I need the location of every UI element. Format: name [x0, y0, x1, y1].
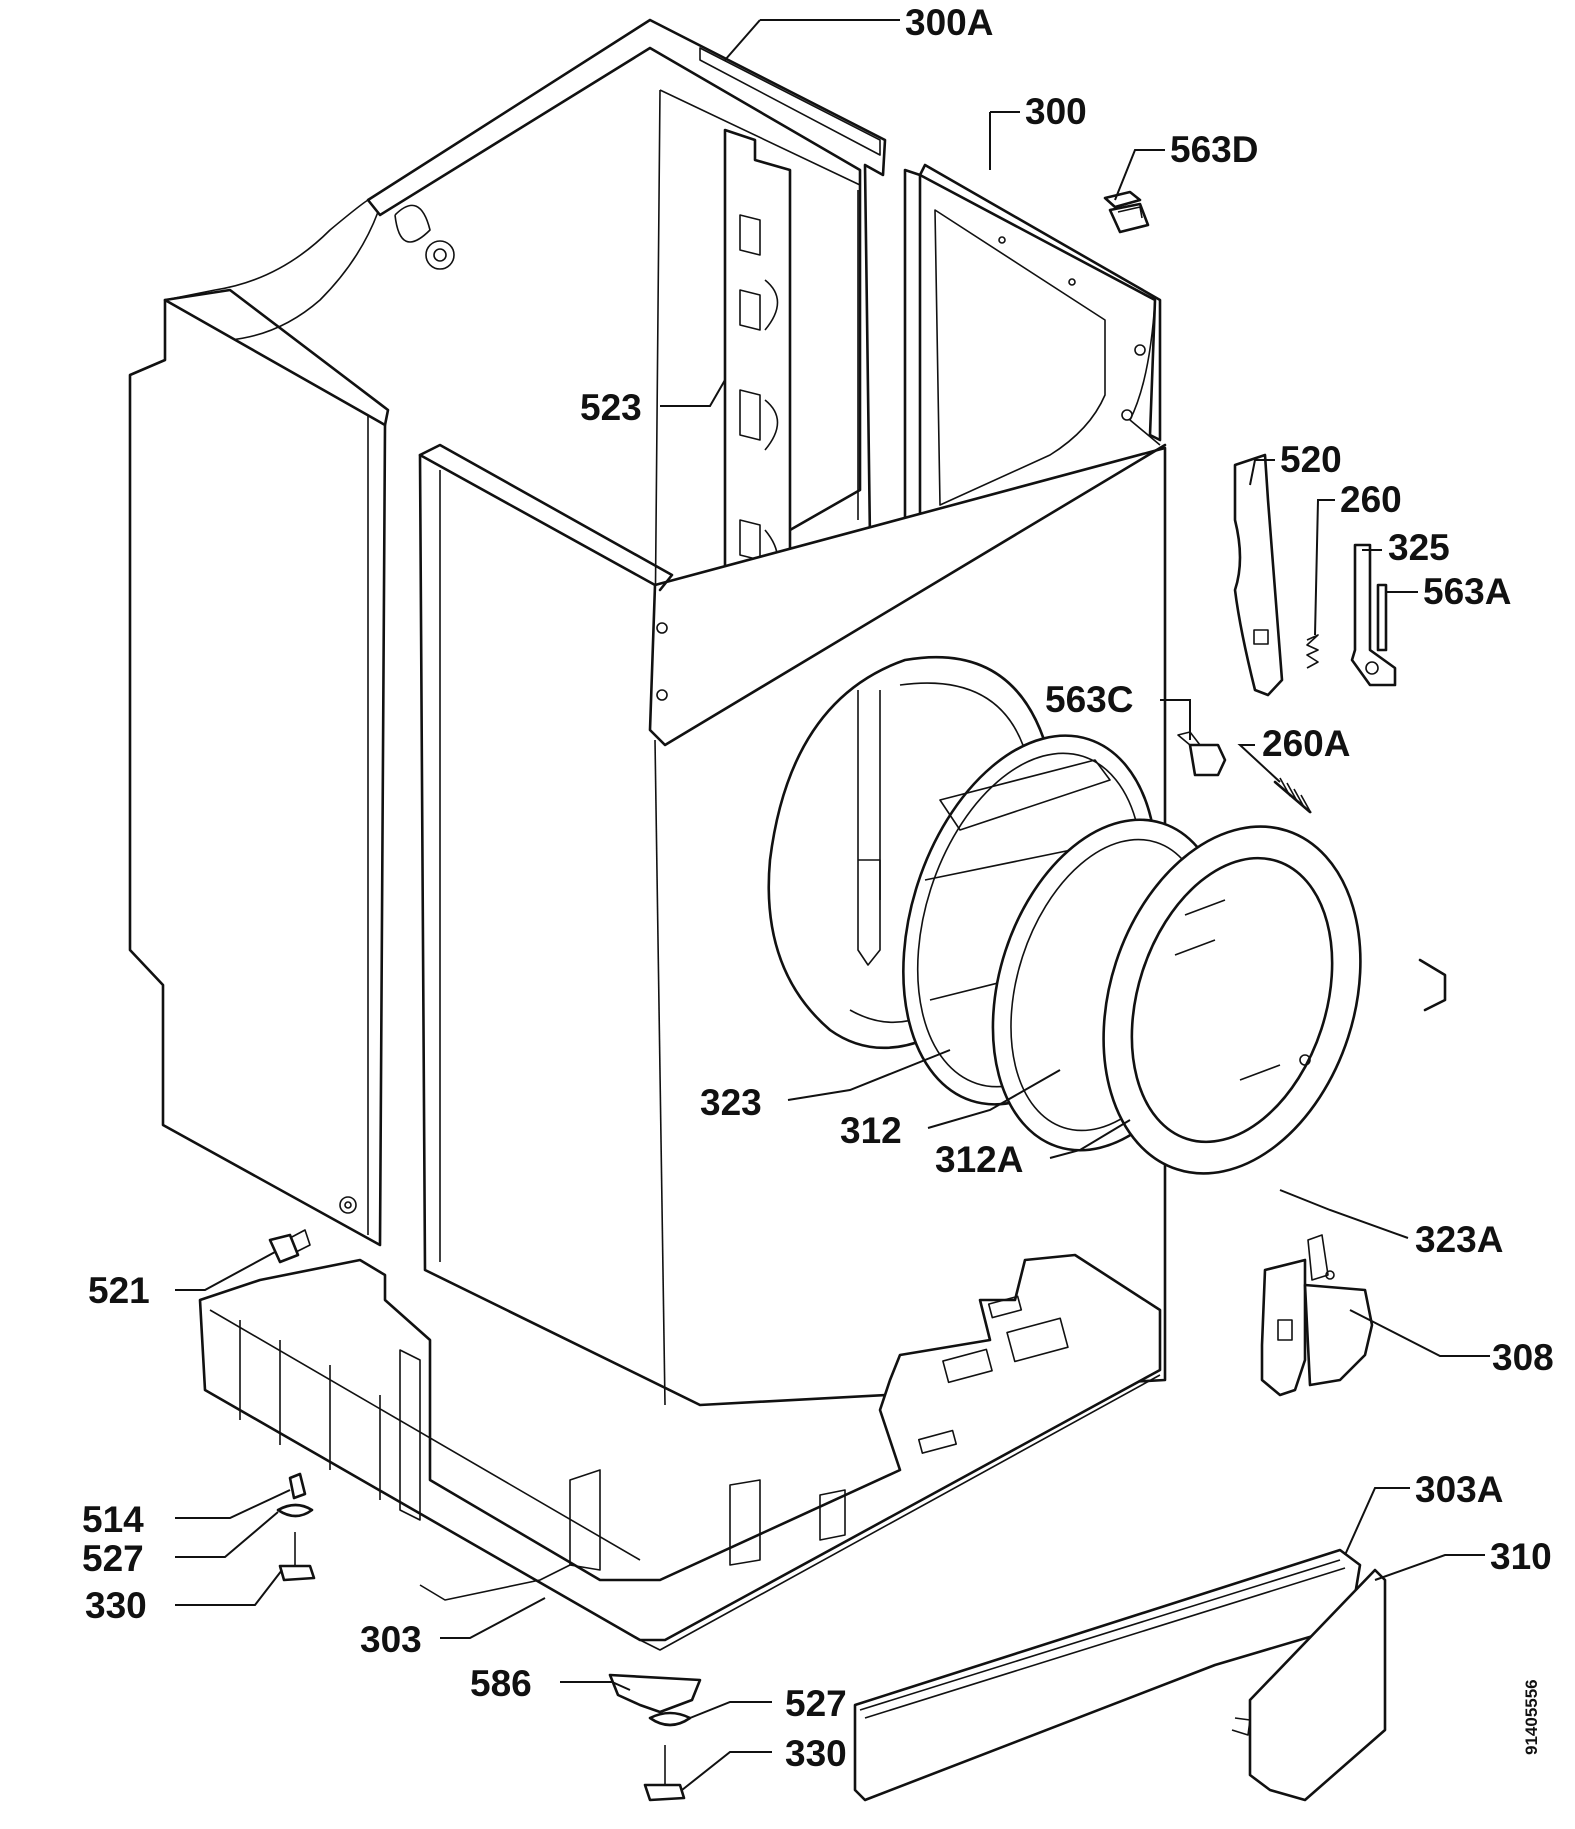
door-assembly-drawing — [902, 734, 1447, 1175]
base-frame-drawing — [198, 1253, 1162, 1651]
callout-527-bottom: 527 — [785, 1683, 847, 1724]
callout-330-bottom: 330 — [785, 1733, 847, 1774]
callout-563A: 563A — [1423, 571, 1511, 612]
callout-521: 521 — [88, 1270, 150, 1311]
callout-586: 586 — [470, 1663, 532, 1704]
callout-260A: 260A — [1262, 723, 1350, 764]
callout-labels: 300A 300 563D 523 520 260 325 563A 563C … — [82, 2, 1554, 1774]
callout-303A: 303A — [1415, 1469, 1503, 1510]
callout-308: 308 — [1492, 1337, 1554, 1378]
plinth-drawing — [853, 1548, 1387, 1802]
callout-520: 520 — [1280, 439, 1342, 480]
callout-563D: 563D — [1170, 129, 1258, 170]
callout-300: 300 — [1025, 91, 1087, 132]
callout-323A: 323A — [1415, 1219, 1503, 1260]
callout-312A: 312A — [935, 1139, 1023, 1180]
callout-312: 312 — [840, 1110, 902, 1151]
callout-325: 325 — [1388, 527, 1450, 568]
callout-523: 523 — [580, 387, 642, 428]
callout-310: 310 — [1490, 1536, 1552, 1577]
small-parts-drawing — [268, 190, 1397, 1802]
callout-260: 260 — [1340, 479, 1402, 520]
callout-330-left: 330 — [85, 1585, 147, 1626]
callout-323: 323 — [700, 1082, 762, 1123]
callout-514: 514 — [82, 1499, 144, 1540]
callout-563C: 563C — [1045, 679, 1133, 720]
leader-lines — [175, 19, 1490, 1791]
cabinet-drawing — [128, 18, 1167, 1407]
callout-527-left: 527 — [82, 1538, 144, 1579]
callout-300A: 300A — [905, 2, 993, 43]
document-number: 91405556 — [1522, 1679, 1541, 1755]
callout-303: 303 — [360, 1619, 422, 1660]
